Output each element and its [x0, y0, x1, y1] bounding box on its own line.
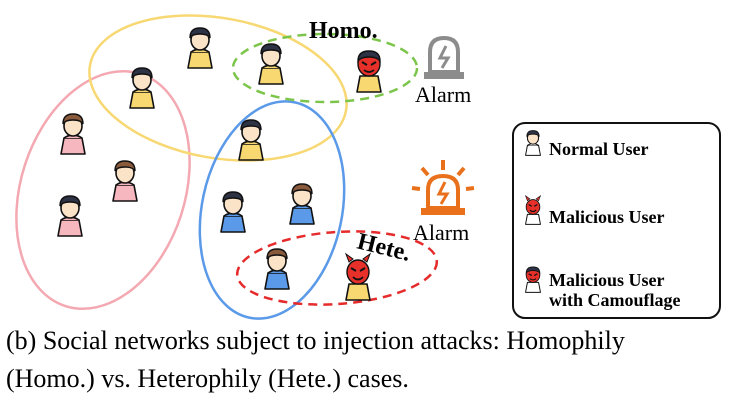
yellow-community — [88, 14, 348, 162]
camouflaged-user-icon — [524, 266, 542, 293]
user-yellow-2 — [129, 67, 155, 109]
alarm-gray-icon — [424, 35, 464, 79]
malicious-user-icon — [524, 195, 542, 225]
user-yellow-3 — [258, 43, 284, 85]
caption-line-2: (Homo.) vs. Heterophily (Hete.) cases. — [6, 364, 409, 393]
user-pink-3 — [57, 195, 83, 237]
user-blue-1 — [220, 191, 246, 233]
user-pink-1 — [60, 113, 86, 155]
user-yellow-4 — [238, 119, 264, 161]
alarm-mid-label: Alarm — [413, 220, 469, 245]
legend-normal-user: Normal User — [549, 139, 648, 159]
user-blue-2 — [289, 183, 315, 225]
malicious-user-hete — [345, 253, 371, 301]
legend-malicious-user: Malicious User — [549, 207, 664, 227]
homo-dashed-region — [231, 32, 419, 104]
user-pink-2 — [112, 160, 138, 202]
legend-camouflage-line2: with Camouflage — [549, 290, 681, 310]
legend-camouflage-line1: Malicious User — [549, 270, 664, 290]
caption-line-1: (b) Social networks subject to injection… — [6, 326, 625, 355]
legend: Normal User Malicious User Malicious Use… — [512, 122, 721, 319]
user-blue-3 — [264, 248, 290, 290]
homo-label: Homo. — [309, 18, 378, 44]
camouflaged-user-homo — [356, 50, 382, 93]
alarm-top-label: Alarm — [415, 82, 471, 107]
user-yellow-1 — [187, 27, 213, 69]
hete-dashed-region — [235, 230, 439, 306]
figure-caption: (b) Social networks subject to injection… — [6, 322, 730, 398]
pink-community — [15, 69, 191, 311]
alarm-orange-icon — [411, 160, 475, 215]
blue-community — [198, 100, 346, 320]
